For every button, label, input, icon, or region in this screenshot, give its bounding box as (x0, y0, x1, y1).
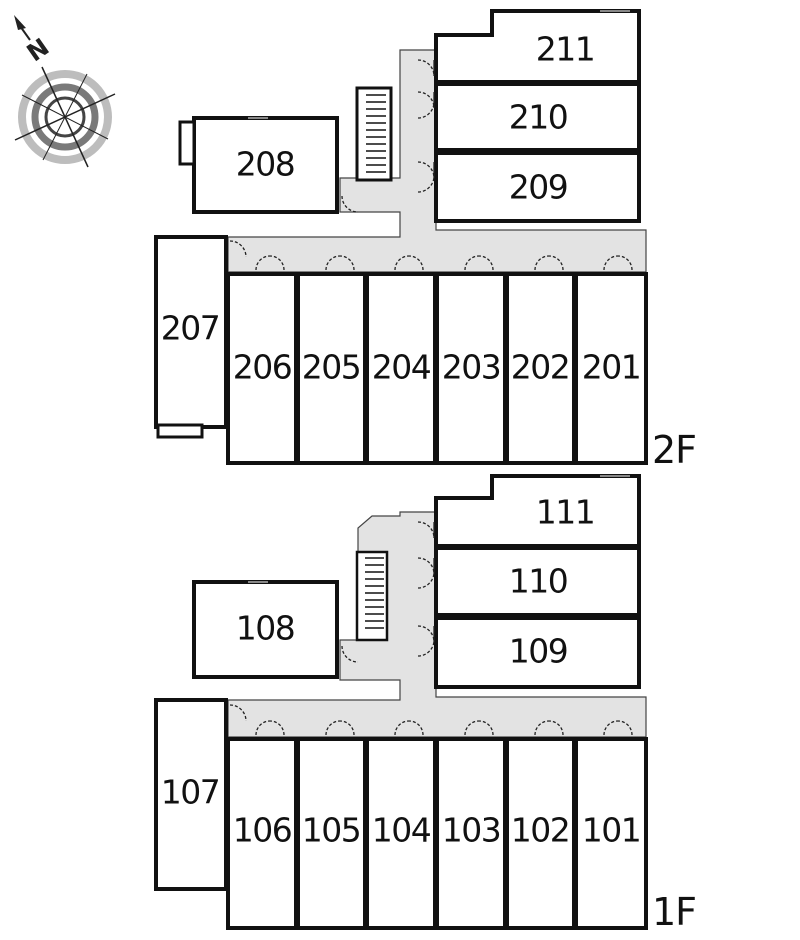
floor-label-2f: 2F (652, 428, 696, 472)
doors-1f (229, 521, 633, 736)
room-label-206: 206 (233, 348, 292, 387)
room-102 (505, 737, 576, 930)
staircase-2f (355, 86, 393, 182)
doors-2f (229, 59, 633, 271)
room-105 (296, 737, 367, 930)
room-label-101: 101 (582, 811, 641, 850)
staircase-1f (355, 550, 389, 642)
room-104 (365, 737, 437, 930)
room-109 (434, 616, 641, 689)
room-207-step (156, 423, 204, 439)
room-204 (365, 272, 437, 465)
corridor-1f (227, 511, 647, 738)
room-label-204: 204 (372, 348, 431, 387)
room-202 (505, 272, 576, 465)
room-101 (574, 737, 648, 930)
floor-label-1f: 1F (652, 890, 696, 934)
stair-outline-1f (355, 550, 389, 642)
room-label-210: 210 (509, 98, 568, 137)
north-arrow-icon (14, 15, 26, 30)
room-label-109: 109 (509, 632, 568, 671)
room-110 (434, 546, 641, 617)
room-label-107: 107 (161, 773, 220, 812)
room-label-201: 201 (582, 348, 641, 387)
compass-inner-ring (44, 96, 86, 138)
floor-1f: 111 110 109 108 107 106 105 104 103 102 … (154, 474, 697, 934)
compass-middle-ring (31, 83, 99, 151)
room-210 (434, 82, 641, 152)
room-label-105: 105 (302, 811, 361, 850)
room-label-103: 103 (442, 811, 501, 850)
room-108 (192, 580, 339, 679)
room-201 (574, 272, 648, 465)
room-label-205: 205 (302, 348, 361, 387)
room-label-202: 202 (511, 348, 570, 387)
room-label-108: 108 (236, 609, 295, 648)
north-arrow-shaft (19, 25, 31, 41)
room-208-balcony (178, 120, 196, 166)
room-106 (226, 737, 298, 930)
room-209 (434, 151, 641, 223)
room-label-209: 209 (509, 168, 568, 207)
room-label-211: 211 (536, 30, 595, 69)
room-label-102: 102 (511, 811, 570, 850)
room-label-104: 104 (372, 811, 431, 850)
room-label-110: 110 (509, 562, 568, 601)
room-label-208: 208 (236, 145, 295, 184)
compass-north-label: N (22, 33, 55, 67)
room-103 (435, 737, 507, 930)
room-label-106: 106 (233, 811, 292, 850)
room-label-203: 203 (442, 348, 501, 387)
room-label-111: 111 (536, 493, 595, 532)
compass-diag-line-b (42, 73, 88, 161)
room-205 (296, 272, 367, 465)
floor-2f: 211 210 209 208 207 206 205 204 203 202 … (154, 9, 697, 472)
room-206 (226, 272, 298, 465)
room-label-207: 207 (161, 309, 220, 348)
compass-outer-ring (18, 70, 112, 164)
compass: N (14, 15, 116, 168)
